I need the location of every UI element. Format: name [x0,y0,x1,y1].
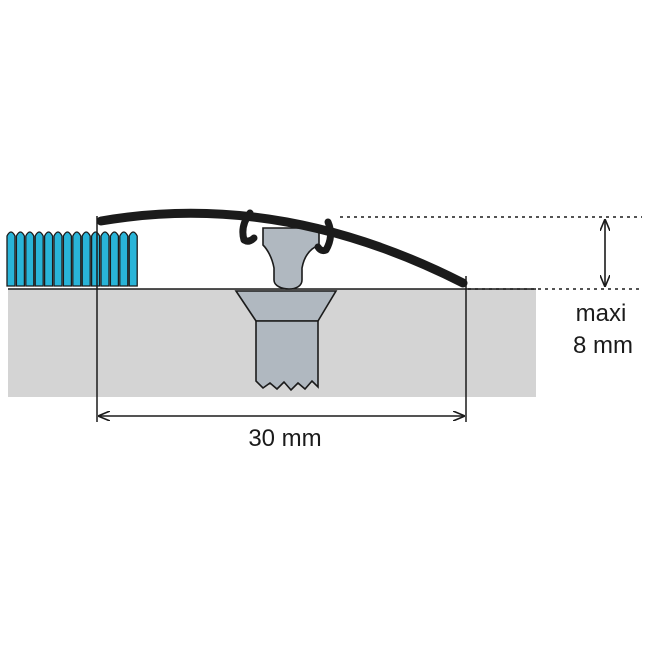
carpet-loop [119,231,129,287]
profile-hook-left [239,209,258,245]
carpet-loop [109,231,120,287]
carpet-loop [43,231,54,287]
carpet-loop [6,231,16,287]
screw [234,290,338,392]
carpet-loop [25,231,35,287]
height-label-line1: maxi [576,300,627,327]
carpet-loop [72,231,82,287]
transition-profile [96,208,468,288]
carpet-loop [53,231,63,287]
carpet-loop [100,231,110,287]
carpet-loop [81,231,91,287]
carpet-loop [34,231,44,287]
width-label: 30 mm [248,425,321,452]
carpet-loop [62,231,73,287]
carpet-loop [90,231,101,287]
profile-hook-right [314,218,335,255]
carpet-loops [6,231,138,287]
height-label-line2: 8 mm [573,332,633,359]
carpet-loop [128,231,138,287]
carpet-loop [15,231,26,287]
profile-anchor [262,227,320,290]
screw-shank [255,320,319,392]
